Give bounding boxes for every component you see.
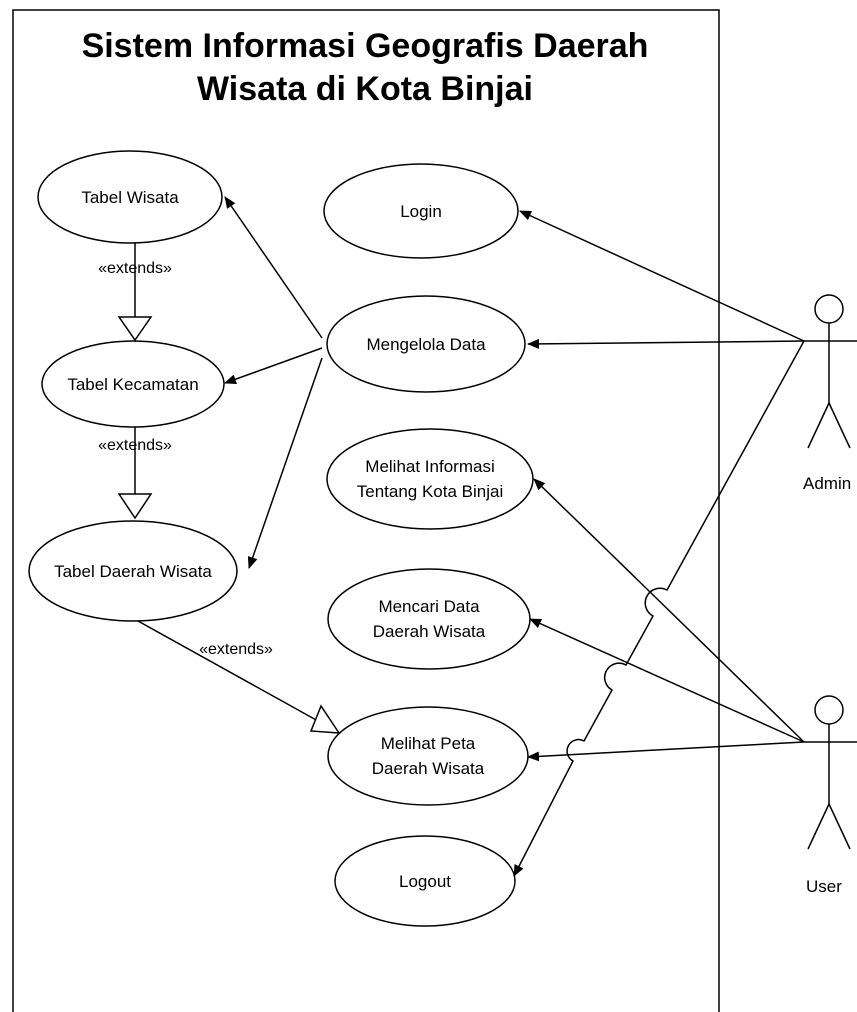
system-title-line1: Sistem Informasi Geografis Daerah xyxy=(82,27,649,65)
use-case-tabel-kecamatan[interactable]: Tabel Kecamatan xyxy=(41,340,225,428)
use-case-tabel-wisata-label: Tabel Wisata xyxy=(81,188,179,207)
extends-daerah-wisata-to-melihat-peta xyxy=(137,620,341,734)
actor-admin-label: Admin xyxy=(803,474,851,493)
extends-kecamatan-to-daerah-wisata xyxy=(117,427,153,520)
system-title-line2: Wisata di Kota Binjai xyxy=(197,70,533,108)
use-case-melihat-peta-label-2: Daerah Wisata xyxy=(372,759,485,778)
use-case-login-label: Login xyxy=(400,202,442,221)
actor-user-label: User xyxy=(806,877,842,896)
use-case-melihat-informasi-label-1: Melihat Informasi xyxy=(365,457,494,476)
use-case-mengelola-data-label: Mengelola Data xyxy=(366,335,486,354)
extends-label-3: «extends» xyxy=(199,641,273,658)
extends-tabel-wisata-to-kecamatan xyxy=(117,243,153,342)
use-case-mencari-data-label-2: Daerah Wisata xyxy=(373,622,486,641)
use-case-logout[interactable]: Logout xyxy=(334,835,516,927)
mengelola-data-associations xyxy=(224,196,323,569)
use-case-melihat-informasi[interactable]: Melihat Informasi Tentang Kota Binjai xyxy=(326,428,534,530)
extends-label-2: «extends» xyxy=(98,437,172,454)
use-case-melihat-informasi-label-2: Tentang Kota Binjai xyxy=(357,482,504,501)
use-case-melihat-peta-label-1: Melihat Peta xyxy=(381,734,476,753)
use-case-tabel-daerah-wisata[interactable]: Tabel Daerah Wisata xyxy=(28,520,238,622)
actor-user[interactable] xyxy=(804,695,857,850)
actor-user-head xyxy=(814,695,844,725)
extends-label-1: «extends» xyxy=(98,260,172,277)
use-case-tabel-wisata[interactable]: Tabel Wisata xyxy=(37,150,223,244)
use-case-mencari-data-label-1: Mencari Data xyxy=(378,597,480,616)
actor-admin[interactable] xyxy=(804,294,857,449)
user-associations xyxy=(527,478,805,762)
use-case-mencari-data[interactable]: Mencari Data Daerah Wisata xyxy=(327,568,531,670)
use-case-tabel-daerah-wisata-label: Tabel Daerah Wisata xyxy=(54,562,212,581)
use-case-login[interactable]: Login xyxy=(323,163,519,259)
use-case-tabel-kecamatan-label: Tabel Kecamatan xyxy=(67,375,198,394)
use-case-mengelola-data[interactable]: Mengelola Data xyxy=(326,295,526,393)
actor-admin-head xyxy=(814,294,844,324)
use-case-melihat-peta[interactable]: Melihat Peta Daerah Wisata xyxy=(327,706,529,806)
use-case-logout-label: Logout xyxy=(399,872,451,891)
admin-associations xyxy=(513,210,805,877)
